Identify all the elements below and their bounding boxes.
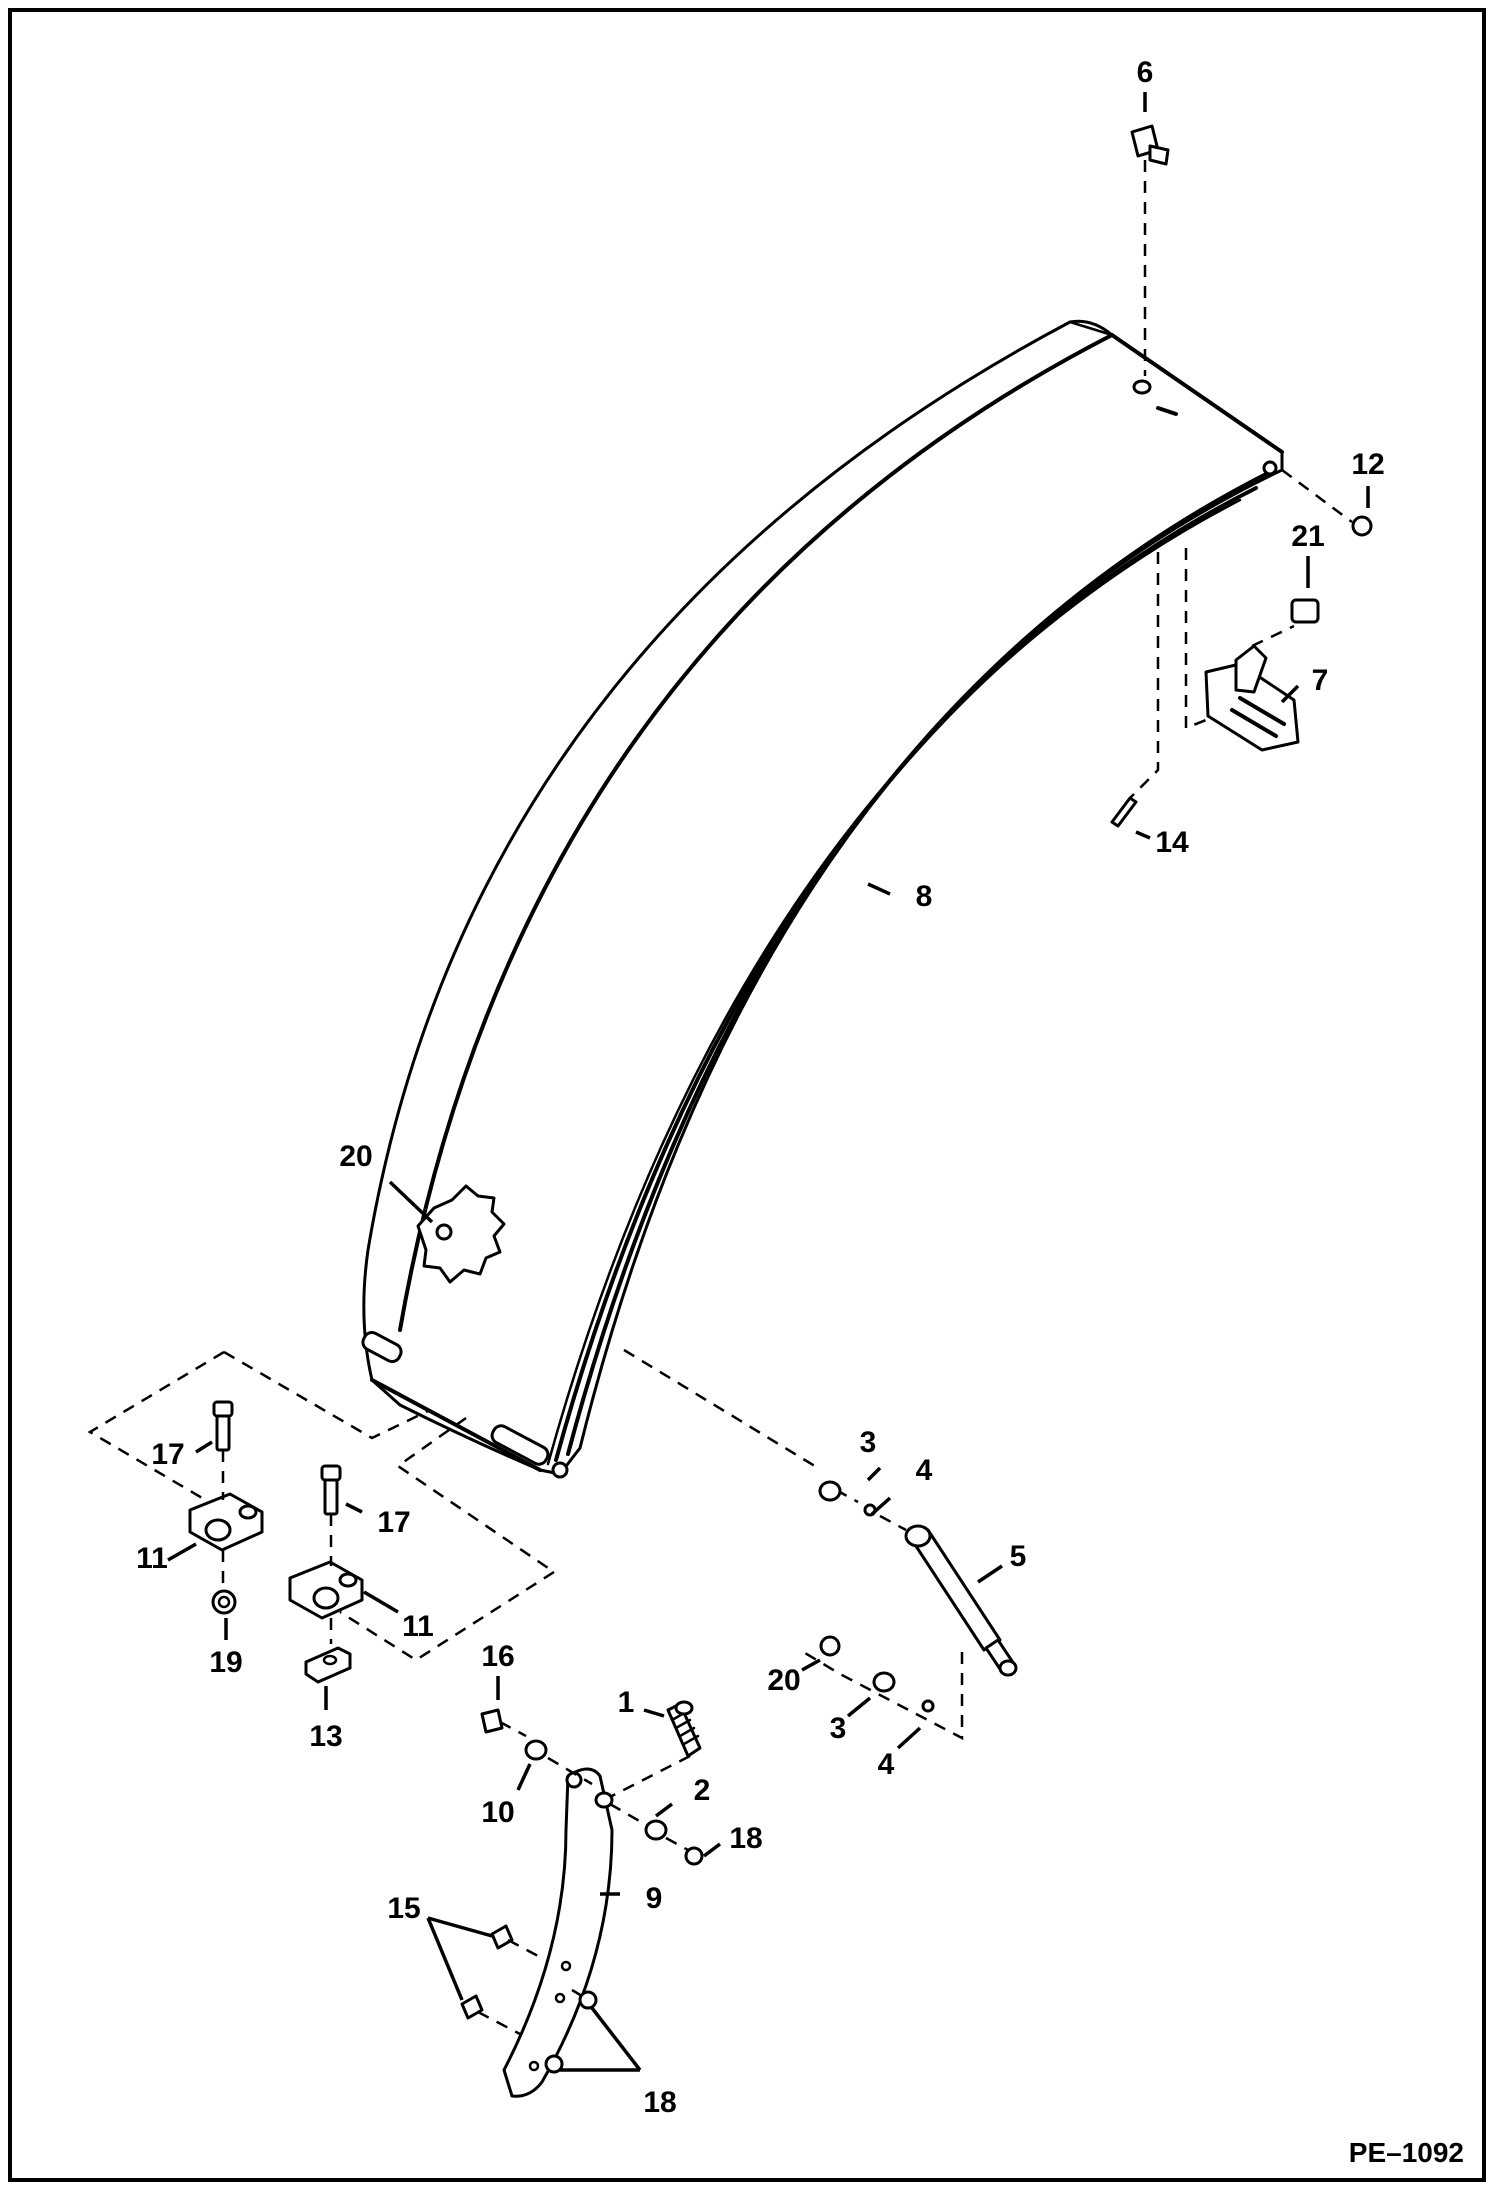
washer-2	[644, 1819, 668, 1841]
callout-12: 12	[1351, 448, 1384, 481]
callout-4-upper: 4	[916, 1454, 933, 1487]
nut-18-upper	[684, 1846, 704, 1866]
nut-3-lower	[872, 1671, 896, 1693]
washer-20-lower	[819, 1635, 841, 1657]
callout-2: 2	[694, 1774, 711, 1807]
callout-17-right: 17	[377, 1506, 410, 1539]
washer-4-lower	[921, 1699, 935, 1713]
callout-5: 5	[1010, 1540, 1027, 1573]
callout-20-upper: 20	[339, 1140, 372, 1173]
bracket-9	[502, 1767, 614, 2098]
nut-18-mid	[578, 1990, 598, 2010]
callout-19: 19	[209, 1646, 242, 1679]
bolt-15-upper	[490, 1924, 514, 1950]
callout-15: 15	[387, 1892, 420, 1925]
spring-1	[666, 1700, 702, 1758]
hinge-11-right	[288, 1560, 364, 1620]
nut-18-low	[544, 2054, 564, 2074]
callout-6: 6	[1137, 56, 1154, 89]
bolt-15-lower	[460, 1994, 484, 2020]
bumper-21	[1290, 598, 1320, 624]
hinge-11-left	[188, 1492, 264, 1552]
nut-19	[211, 1589, 237, 1615]
callout-10: 10	[481, 1796, 514, 1829]
callout-16: 16	[481, 1640, 514, 1673]
bolt-16	[480, 1708, 504, 1734]
bolt-17-right	[320, 1464, 342, 1516]
drawing-number: PE–1092	[1349, 2137, 1464, 2168]
callout-13: 13	[309, 1720, 342, 1753]
bolt-17-left	[212, 1400, 234, 1452]
callout-8: 8	[916, 880, 933, 913]
callout-7: 7	[1312, 664, 1329, 697]
drawing-frame	[8, 8, 1486, 2182]
callout-20-lower: 20	[767, 1664, 800, 1697]
curved-panel	[361, 319, 1284, 1479]
callout-18-lower: 18	[643, 2086, 676, 2119]
nut-3-upper	[818, 1480, 842, 1502]
gas-strut-5	[904, 1524, 1018, 1677]
callout-18-upper: 18	[729, 1822, 762, 1855]
callout-21: 21	[1291, 520, 1324, 553]
plug-12	[1351, 515, 1373, 537]
knob-6	[1130, 124, 1170, 376]
callout-11-right: 11	[402, 1610, 434, 1643]
latch-7	[1204, 644, 1300, 752]
callout-11-left: 11	[136, 1542, 168, 1575]
callout-4-lower: 4	[878, 1748, 895, 1781]
leader-lines	[167, 92, 1370, 2072]
screw-14	[1110, 796, 1138, 828]
callout-3-upper: 3	[860, 1426, 877, 1459]
callout-3-lower: 3	[830, 1712, 847, 1745]
callout-17-left: 17	[151, 1438, 184, 1471]
callout-9: 9	[646, 1882, 663, 1915]
callout-1: 1	[618, 1686, 635, 1719]
callout-14: 14	[1155, 826, 1189, 859]
decal-20	[416, 1184, 506, 1284]
washer-10	[524, 1739, 548, 1761]
